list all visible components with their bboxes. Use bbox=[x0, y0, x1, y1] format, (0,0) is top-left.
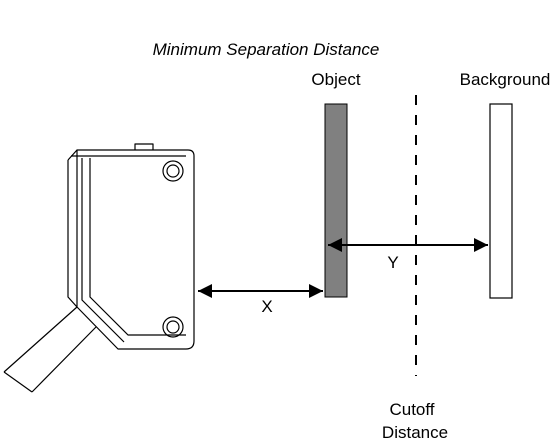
cutoff-label-line2: Distance bbox=[382, 423, 448, 442]
y-label: Y bbox=[387, 253, 398, 272]
diagram-title: Minimum Separation Distance bbox=[153, 40, 380, 59]
object-bar bbox=[324, 103, 348, 298]
x-label: X bbox=[261, 297, 272, 316]
photoelectric-sensor-icon bbox=[3, 143, 195, 393]
background-label: Background bbox=[460, 70, 551, 89]
cutoff-label-line1: Cutoff bbox=[389, 400, 434, 419]
object-label: Object bbox=[311, 70, 360, 89]
background-bar bbox=[489, 103, 513, 299]
